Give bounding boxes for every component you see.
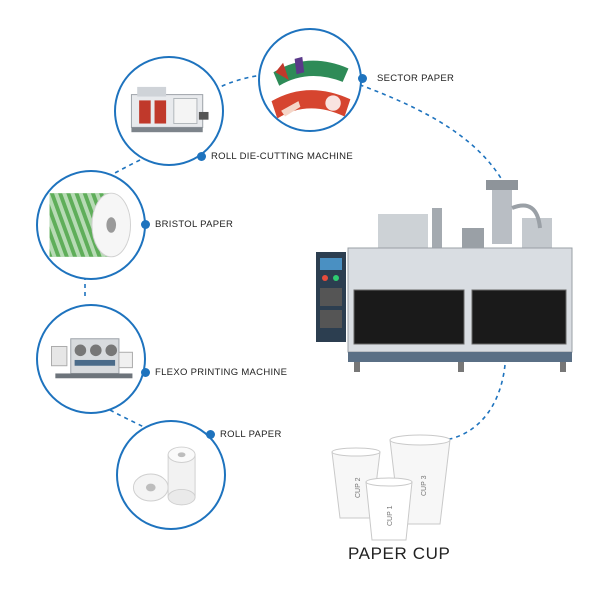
cup-1-label: CUP 1 [387,505,394,526]
roll-die-cutting-dot [197,152,206,161]
flexo-printing-dot [141,368,150,377]
sector-paper-illustration [271,56,351,119]
paper-cup-title: PAPER CUP [348,544,451,563]
sector-paper-dot [358,74,367,83]
roll-die-cutting-node [114,56,224,166]
roll-die-cutting-label: ROLL DIE-CUTTING MACHINE [211,151,353,162]
bristol-paper-roll-illustration [49,192,131,258]
roll-paper-label: ROLL PAPER [220,429,282,440]
sector-paper-node [258,28,362,132]
paper-cups-illustration: CUP 2 CUP 3 CUP 1 [331,434,451,541]
flexo-printing-illustration [51,338,133,379]
flexo-printing-node [36,304,146,414]
paper-cup-machine-illustration [316,180,573,372]
roll-paper-dot [206,430,215,439]
flexo-printing-label: FLEXO PRINTING MACHINE [155,367,288,378]
sector-paper-label: SECTOR PAPER [377,73,455,84]
roll-die-cutting-illustration [130,86,209,133]
bristol-paper-dot [141,220,150,229]
bristol-paper-label: BRISTOL PAPER [155,219,234,230]
roll-paper-node [116,420,226,530]
roll-paper-illustration [132,446,196,506]
cup-3-label: CUP 3 [421,475,428,496]
bristol-paper-node [36,170,146,280]
cup-2-label: CUP 2 [355,477,362,498]
paper-cup-machine [312,178,576,378]
paper-cups: CUP 2 CUP 3 CUP 1 [326,434,458,544]
